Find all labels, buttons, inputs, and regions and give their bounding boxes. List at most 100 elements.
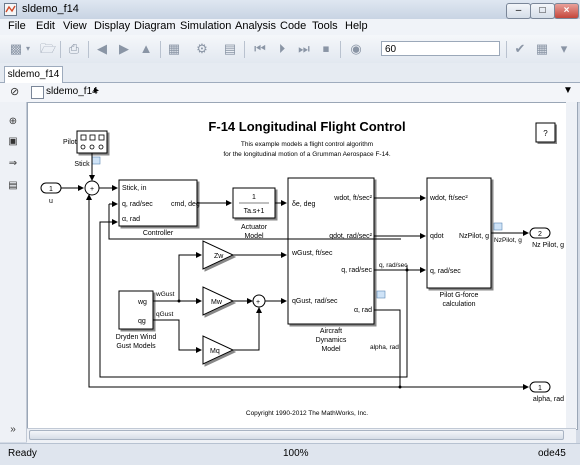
run-icon[interactable]: ⏵ (278, 41, 286, 56)
copyright-note: Copyright 1990-2012 The MathWorks, Inc. (246, 410, 368, 417)
annotation-icon[interactable]: ▤ (8, 180, 18, 191)
stop-icon[interactable]: ⏹ (322, 41, 330, 56)
more-icon[interactable]: ▾ (560, 41, 568, 56)
library-icon[interactable]: ▦ (167, 41, 181, 56)
dryden-block[interactable] (118, 290, 154, 330)
model-icon (31, 86, 44, 99)
settings-gear-icon[interactable]: ⚙ (196, 41, 208, 56)
tab-model[interactable]: sldemo_f14 (4, 66, 63, 83)
gain-zw-block[interactable] (202, 240, 235, 270)
pilot-g-port: NzPilot, g (459, 233, 489, 240)
outport-nz-number: 2 (538, 231, 542, 238)
simulink-app-icon (4, 3, 17, 16)
chevron-down-icon[interactable]: ▾ (25, 44, 30, 53)
diagram-subtitle: for the longitudinal motion of a Grumman… (223, 151, 390, 158)
toolbar-separator (340, 41, 341, 58)
aircraft-port: wdot, ft/sec² (333, 195, 372, 202)
debug-icon[interactable]: ◉ (350, 41, 362, 56)
dryden-port: wg (137, 299, 147, 306)
aircraft-port: δe, deg (292, 201, 315, 208)
apps-icon[interactable]: ▦ (535, 41, 549, 56)
new-model-icon[interactable]: ▩ (9, 41, 23, 56)
menu-tools[interactable]: Tools (312, 20, 338, 32)
open-icon[interactable]: 🗁 (40, 41, 57, 56)
vertical-scrollbar[interactable] (566, 102, 577, 428)
menu-file[interactable]: File (8, 20, 26, 32)
pilot-label: Pilot (63, 139, 77, 146)
diagram-subtitle: This example models a flight control alg… (241, 141, 373, 148)
forward-icon[interactable]: ▶ (119, 41, 129, 56)
print-icon[interactable]: ⎙ (68, 41, 80, 56)
hide-browser-icon[interactable]: ⊘ (10, 86, 20, 98)
branch-point (177, 299, 181, 303)
menu-help[interactable]: Help (345, 20, 368, 32)
help-block[interactable] (535, 122, 556, 143)
solver-name: ode45 (538, 448, 566, 459)
back-icon[interactable]: ◀ (97, 41, 107, 56)
stick-label: Stick (74, 161, 90, 168)
gain-mw-label: Mw (211, 299, 223, 306)
gain-mq-label: Mq (210, 348, 220, 355)
model-explorer-icon[interactable]: ▤ (223, 41, 237, 56)
scrollbar-thumb[interactable] (29, 430, 564, 440)
aircraft-name: Dynamics (316, 337, 347, 344)
stop-time-input[interactable]: 60 (381, 41, 500, 56)
model-canvas[interactable]: F-14 Longitudinal Flight Control This ex… (27, 102, 578, 430)
outport-alpha-label: alpha, rad (533, 396, 564, 403)
step-forward-icon[interactable]: ⏭ (298, 41, 310, 56)
signal-line (86, 194, 400, 388)
up-icon[interactable]: ▲ (139, 41, 153, 56)
signal-marker (376, 290, 386, 299)
pilot-block[interactable] (76, 130, 108, 154)
gain-mq-block[interactable] (202, 335, 235, 365)
signal-line (99, 219, 408, 378)
menu-code[interactable]: Code (280, 20, 307, 32)
menu-simulation[interactable]: Simulation (180, 20, 232, 32)
controller-name: Controller (143, 230, 174, 237)
check-icon[interactable]: ✔ (514, 41, 526, 56)
controller-port: q, rad/sec (122, 201, 153, 208)
dryden-port: qg (138, 318, 146, 325)
menu-edit[interactable]: Edit (36, 20, 55, 32)
menu-diagram[interactable]: Diagram (134, 20, 176, 32)
pilot-g-port: wdot, ft/sec² (429, 195, 468, 202)
gain-mw-block[interactable] (202, 286, 235, 316)
step-back-icon[interactable]: ⏮ (254, 41, 266, 56)
outport-nz[interactable] (529, 227, 551, 239)
aircraft-port: wGust, ft/sec (291, 250, 333, 257)
breadcrumb[interactable]: sldemo_f14 (46, 86, 98, 97)
toolbar-separator (60, 41, 61, 58)
fit-view-icon[interactable]: ▣ (8, 136, 18, 147)
aircraft-port: qdot, rad/sec² (329, 233, 372, 240)
menu-analysis[interactable]: Analysis (235, 20, 276, 32)
wgust-label: wGust (155, 291, 175, 298)
arrow-icon[interactable]: ⇒ (8, 158, 18, 169)
menu-view[interactable]: View (63, 20, 87, 32)
sum-sign: + (256, 299, 260, 306)
address-bar: ⊘ sldemo_f14 ▸ ▼ (0, 83, 580, 103)
actuator-name: Actuator (241, 224, 268, 231)
chevron-down-icon[interactable]: ▼ (563, 85, 573, 96)
controller-port: Stick, in (122, 185, 147, 192)
aircraft-block[interactable] (287, 177, 375, 325)
pilot-g-block[interactable] (426, 177, 492, 289)
pilot-g-name: Pilot G-force (440, 292, 479, 299)
maximize-button[interactable]: □ (530, 3, 555, 19)
chevron-right-icon[interactable]: ▸ (94, 85, 100, 96)
signal-q-label: q, rad/sec (379, 262, 408, 269)
close-button[interactable]: × (554, 3, 579, 19)
dryden-name: Gust Models (116, 343, 156, 350)
toolbar-separator (506, 41, 507, 58)
palette: ⊕ ▣ ⇒ ▤ » (0, 102, 27, 442)
tab-strip (0, 63, 580, 83)
toolbar-separator (244, 41, 245, 58)
minimize-button[interactable]: – (506, 3, 531, 19)
collapse-icon[interactable]: » (10, 424, 16, 435)
menu-display[interactable]: Display (94, 20, 131, 32)
outport-alpha[interactable] (529, 381, 551, 393)
branch-point (405, 268, 409, 272)
zoom-in-icon[interactable]: ⊕ (8, 116, 18, 127)
title-bar: sldemo_f14 – □ × (0, 0, 580, 20)
inport-u-number: 1 (49, 186, 53, 193)
signal-marker (91, 156, 101, 165)
